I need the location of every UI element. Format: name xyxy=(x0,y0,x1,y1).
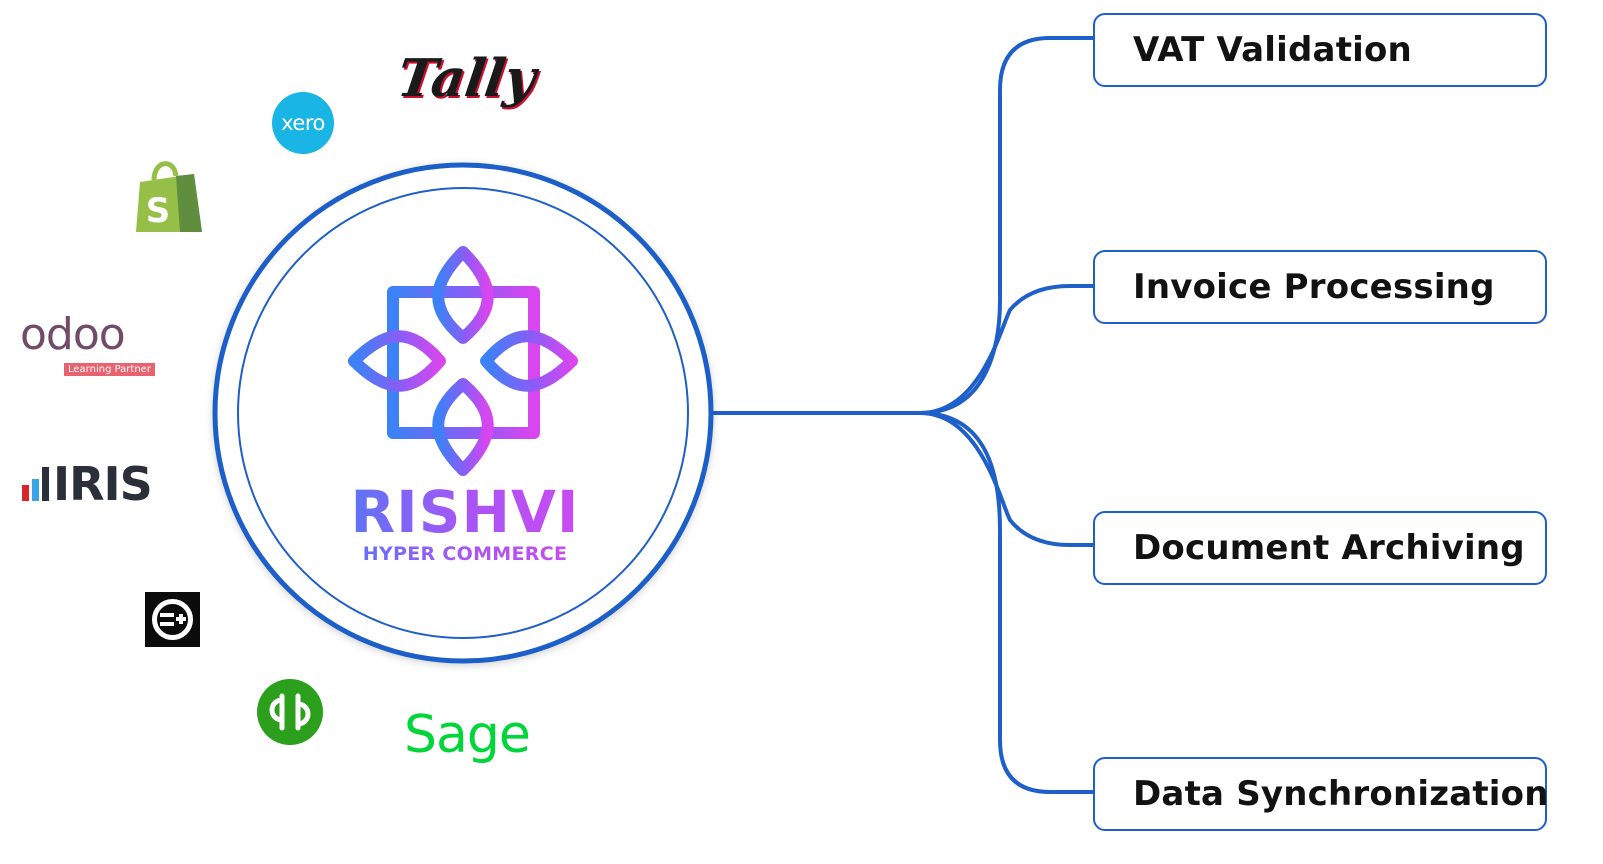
connector-to-vat-validation xyxy=(918,36,1096,415)
odoo-wordmark: odoo xyxy=(20,309,126,360)
feature-label: VAT Validation xyxy=(1133,30,1412,70)
tally-logo: Tally xyxy=(394,48,540,109)
brand-tagline: HYPER COMMERCE xyxy=(300,543,630,565)
svg-text:S: S xyxy=(146,191,171,231)
exact-online-icon xyxy=(145,592,200,647)
feature-document-archiving: Document Archiving xyxy=(1093,511,1547,585)
shopify-bag-icon: S xyxy=(136,161,202,232)
feature-vat-validation: VAT Validation xyxy=(1093,13,1547,87)
iris-wordmark: IRIS xyxy=(53,457,153,511)
inner-ring xyxy=(237,187,689,639)
iris-bars-icon xyxy=(22,467,49,501)
connector-to-document-archiving xyxy=(918,411,1096,547)
xero-wordmark: xero xyxy=(281,111,325,135)
tally-wordmark: Tally xyxy=(393,48,540,109)
connector-to-data-synchronization xyxy=(918,411,1096,794)
sage-wordmark: Sage xyxy=(404,705,531,765)
connector-lines xyxy=(686,36,1096,794)
xero-logo: xero xyxy=(272,92,334,154)
feature-invoice-processing: Invoice Processing xyxy=(1093,250,1547,324)
odoo-partner-badge: Learning Partner xyxy=(64,363,155,376)
feature-label: Invoice Processing xyxy=(1133,267,1495,307)
feature-label: Data Synchronization xyxy=(1133,774,1549,814)
rishvi-emblem-icon xyxy=(348,246,578,476)
sage-logo: Sage xyxy=(404,705,531,765)
feature-data-synchronization: Data Synchronization xyxy=(1093,757,1549,831)
connector-to-invoice-processing xyxy=(918,284,1096,415)
center-hub xyxy=(212,162,714,664)
odoo-logo: odoo Learning Partner xyxy=(20,313,155,376)
iris-logo: IRIS xyxy=(22,457,153,511)
brand-name: RISHVI xyxy=(300,478,630,546)
quickbooks-icon xyxy=(257,679,323,745)
feature-label: Document Archiving xyxy=(1133,528,1525,568)
